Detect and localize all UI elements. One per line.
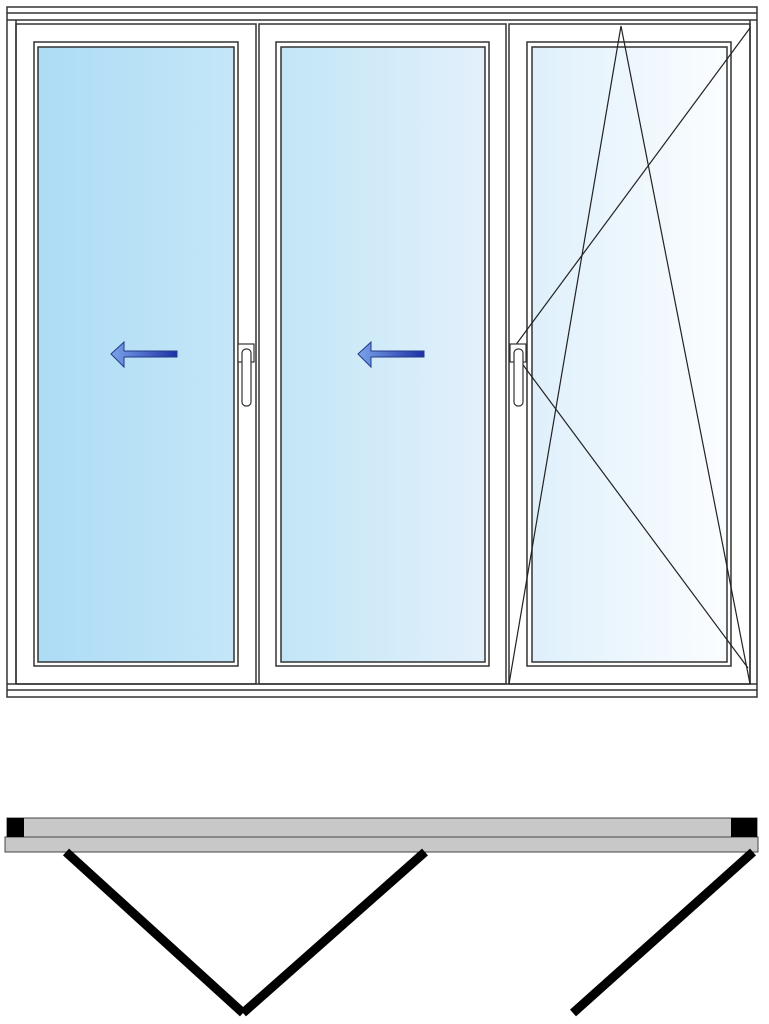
- plan-section: [4, 817, 759, 1017]
- sash-profile: [6, 817, 758, 838]
- front-elevation: [6, 6, 758, 698]
- swing-line: [240, 848, 428, 1017]
- end-block-right: [731, 818, 757, 837]
- sash-right: [508, 23, 751, 685]
- window-handle-icon: [509, 343, 527, 407]
- frame-profile: [4, 836, 759, 853]
- slide-left-arrow-icon: [110, 340, 178, 369]
- end-block-left: [7, 818, 24, 837]
- glass-pane: [531, 46, 728, 663]
- window-handle-icon: [237, 343, 255, 407]
- opening-swing-lines: [62, 848, 757, 1017]
- swing-line: [62, 848, 247, 1017]
- swing-line: [569, 848, 757, 1017]
- slide-left-arrow-icon: [357, 340, 425, 369]
